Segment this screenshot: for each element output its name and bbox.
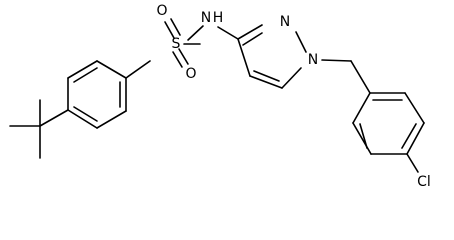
bond-r2-inner-3 — [359, 123, 368, 149]
bond-s-o-bottom-2 — [178, 48, 189, 65]
tert-butyl-group — [9, 99, 69, 159]
bond-n1-ch2 — [321, 59, 352, 62]
bond-s-o-top-2 — [170, 18, 181, 36]
methylene-linker — [321, 59, 371, 94]
atom-sulfur: S — [172, 36, 181, 52]
atom-hydrogen-amine: H — [213, 10, 224, 26]
sulfonyl-group: S O O — [125, 3, 201, 82]
bond-r1-c — [96, 60, 127, 79]
pyrazole-ring: N N — [237, 14, 318, 89]
bond-r1-inner-1 — [73, 67, 98, 83]
bond-s-o-bottom-1 — [172, 51, 183, 68]
atom-chlorine: Cl — [417, 174, 431, 190]
atom-nitrogen-amine: N — [201, 10, 211, 26]
bond-ch2-ring — [350, 60, 371, 94]
bond-r2-c — [406, 122, 425, 155]
molecule-diagram: S O O N H N N Cl — [9, 3, 431, 190]
bond-tbu-ring — [39, 109, 69, 127]
structure-canvas: S O O N H N N Cl — [9, 3, 431, 190]
bond-r2-inner-2 — [401, 123, 417, 149]
bond-r1-e — [96, 110, 127, 129]
bond-s-o-top-1 — [164, 21, 175, 39]
bond-pz-n1-c5 — [281, 67, 302, 89]
bond-pz-c4-c3 — [237, 38, 251, 77]
bond-r1-inner-3 — [73, 106, 98, 122]
bond-pz-c3-n2 — [237, 24, 263, 40]
bond-r2-b — [404, 92, 425, 124]
bond-ring-cl — [406, 153, 419, 173]
bond-pz-c5-c4-inner — [253, 70, 280, 82]
benzene-ring-sulfonyl — [67, 60, 127, 129]
bond-pz-c3-n2-inner — [242, 32, 263, 46]
bond-r2-f — [352, 92, 371, 124]
benzene-ring-chlorophenyl: Cl — [352, 92, 431, 190]
bond-pz-n2-n1 — [295, 31, 307, 53]
bond-nh-c3 — [217, 26, 239, 40]
bond-r2-e — [352, 122, 372, 155]
bond-pz-c5-c4 — [249, 75, 283, 89]
atom-nitrogen-pyrazole-2: N — [280, 14, 290, 30]
amine-group: N H — [187, 10, 239, 41]
atom-oxygen-bottom: O — [185, 66, 196, 82]
bond-ring-s — [125, 60, 151, 79]
bond-r1-b — [67, 60, 98, 79]
bond-nh-s — [187, 25, 204, 41]
atom-oxygen-top: O — [156, 3, 167, 19]
atom-nitrogen-pyrazole-1: N — [308, 52, 318, 68]
bond-r1-f — [67, 109, 98, 129]
